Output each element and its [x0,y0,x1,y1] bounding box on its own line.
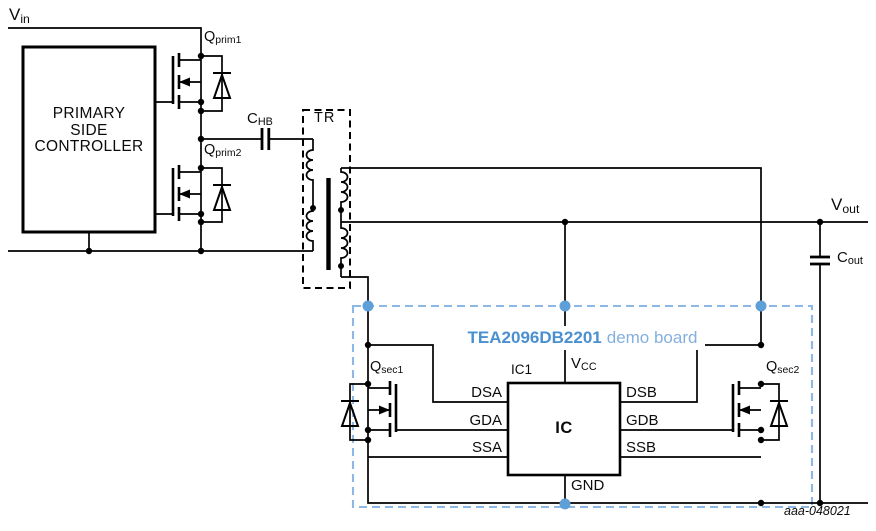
dsb-wire [620,344,761,403]
qsec2-diode-loop [761,383,780,441]
secondary-bottom-and-gnd-rail [341,276,868,504]
board-node-dots [362,300,767,510]
ic-label: IC [555,419,573,437]
transformer-label: TR [314,110,336,126]
qprim1-diode-loop [201,55,223,112]
qprim2-diode-icon [212,183,232,211]
qprim2-mosfet-bars [171,165,181,221]
qprim2-arrow-icon [179,189,190,199]
body-diodes [212,71,789,427]
capacitors [260,128,830,266]
dsa-wire [368,344,508,403]
junction-dots [85,52,824,507]
primary-controller-label: PRIMARY SIDE CONTROLLER [34,105,144,156]
qsec1-diode-loop [349,383,368,441]
qsec1-arrow-icon [379,405,390,415]
secondary-top-wire [341,167,762,345]
qsec2-mosfet-bars [731,381,741,437]
ic-box [506,381,622,477]
qprim1-diode-icon [212,71,232,99]
transformer-outline [302,109,351,289]
qprim1-arrow-icon [179,77,190,87]
qsec2-arrow-icon [739,405,750,415]
qprim2-diode-loop [201,167,223,223]
ssa-pin-label: SSA [471,439,502,456]
ic-refdes-label: IC1 [510,362,532,377]
transformer-secondary-winding [340,168,349,277]
cout-capacitor-icon [810,255,830,266]
figure-code-label: aaa-048021 [784,504,851,518]
chb-label: CHB [247,110,273,129]
qprim1-mosfet-bars [171,53,181,109]
vcc-pin-label: VCC [571,355,597,374]
vin-label: Vin [9,5,30,26]
qsec1-diode-icon [340,399,360,427]
chb-capacitor-icon [260,128,271,150]
wires [8,27,868,504]
qsec2-diode-icon [769,399,789,427]
transformer-primary-winding [305,139,314,251]
vin-rail-and-primary-spine [8,27,202,251]
transformer-core [326,178,331,270]
qsec1-mosfet-bars [388,381,398,437]
vout-label: Vout [831,195,860,216]
mosfet-arrows [179,77,750,415]
qprim1-label: Qprim1 [204,29,242,47]
qprim2-label: Qprim2 [204,142,242,160]
gda-pin-label: GDA [469,412,502,429]
gdb-pin-label: GDB [626,412,659,429]
qsec2-label: Qsec2 [766,359,800,377]
dsb-pin-label: DSB [626,384,657,401]
ssb-pin-label: SSB [626,439,657,456]
gnd-pin-label: GND [571,477,605,494]
dsa-pin-label: DSA [471,384,502,401]
qsec1-label: Qsec1 [370,359,404,377]
primary-controller-box [21,45,157,234]
demo-board-outline [351,304,814,509]
cout-label: Cout [837,249,863,268]
